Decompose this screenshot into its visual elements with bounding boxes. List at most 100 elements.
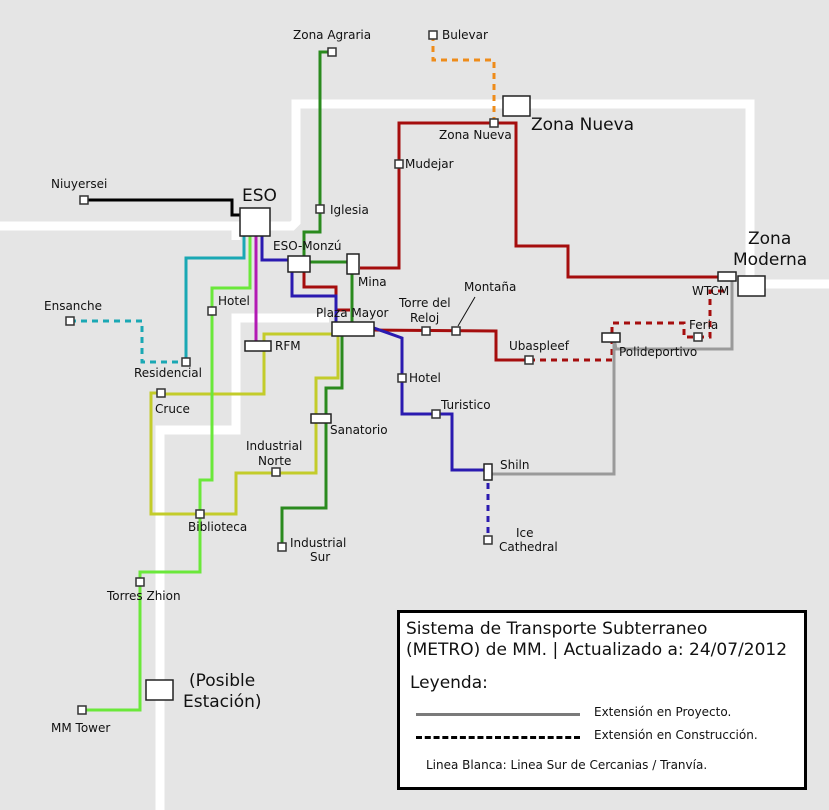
- label-residencial: Residencial: [134, 366, 202, 380]
- station-mudejar: [394, 159, 404, 169]
- legend-title-line2: (METRO) de MM. | Actualizado a: 24/07/20…: [406, 640, 788, 660]
- label-industrial-sur-1: Industrial: [290, 536, 346, 550]
- interchange-wtcm: [717, 271, 737, 282]
- label-torre-reloj-2: Reloj: [410, 311, 439, 325]
- line-yellow: [149, 391, 200, 516]
- station-industrial-sur: [277, 542, 287, 552]
- legend-text-proyecto: Extensión en Proyecto.: [594, 705, 732, 719]
- station-mm-tower: [77, 705, 87, 715]
- label-torres-zhion: Torres Zhion: [106, 589, 181, 603]
- label-hotel-west: Hotel: [218, 294, 250, 308]
- station-bulevar: [428, 30, 438, 40]
- label-torre-reloj-1: Torre del: [398, 296, 451, 310]
- station-torres-zhion: [135, 577, 145, 587]
- label-eso-monzu: ESO-Monzú: [273, 239, 342, 253]
- cyan-extension: [70, 319, 186, 364]
- gray-extension: [488, 280, 734, 476]
- legend-swatch-proyecto: [416, 713, 580, 716]
- label-ice-cathedral-2: Cathedral: [499, 540, 558, 554]
- legend-heading: Leyenda:: [410, 673, 488, 693]
- metro-lines: [82, 50, 728, 712]
- label-ice-cathedral-1: Ice: [516, 526, 534, 540]
- construction-extensions: [70, 35, 724, 540]
- station-industrial-norte: [271, 467, 281, 477]
- station-niuyersei: [79, 195, 89, 205]
- line-red-4: [371, 328, 529, 362]
- label-biblioteca: Biblioteca: [188, 520, 247, 534]
- label-sanatorio: Sanatorio: [330, 423, 388, 437]
- line-yellow-3: [200, 336, 340, 516]
- label-montana: Montaña: [464, 280, 516, 294]
- label-zona-moderna-2: Moderna: [733, 250, 807, 270]
- label-mudejar: Mudejar: [405, 157, 454, 171]
- legend-title-line1: Sistema de Transporte Subterraneo: [406, 619, 708, 639]
- station-iglesia: [315, 204, 325, 214]
- interchange-markers: [145, 95, 766, 701]
- station-markers: [65, 30, 703, 715]
- interchange-eso: [239, 207, 271, 237]
- label-bulevar: Bulevar: [442, 28, 488, 42]
- cercanias-posible-estacion: [145, 679, 174, 701]
- station-hotel-east: [397, 373, 407, 383]
- label-industrial-sur-2: Sur: [310, 550, 330, 564]
- label-wtcm: WTCM: [692, 284, 729, 298]
- label-zona-nueva: Zona Nueva: [439, 128, 512, 142]
- label-ubaspleef: Ubaspleef: [509, 339, 570, 353]
- station-residencial: [181, 357, 191, 367]
- line-red-3: [302, 268, 350, 312]
- station-labels: Zona Agraria Bulevar Zona Nueva Zona Nue…: [44, 28, 807, 735]
- station-biblioteca: [195, 509, 205, 519]
- legend-box: Sistema de Transporte Subterraneo (METRO…: [397, 610, 807, 790]
- label-shiln: Shiln: [500, 458, 530, 472]
- interchange-polideportivo: [601, 332, 621, 343]
- interchange-sanatorio: [310, 413, 332, 424]
- interchange-eso-monzu: [287, 255, 311, 273]
- line-cyan: [184, 236, 246, 362]
- label-eso: ESO: [242, 186, 277, 206]
- line-red-2: [494, 121, 728, 279]
- label-zona-nueva-cercanias: Zona Nueva: [531, 115, 634, 135]
- label-hotel-east: Hotel: [409, 371, 441, 385]
- label-zona-agraria: Zona Agraria: [293, 28, 371, 42]
- line-dark-green: [296, 50, 332, 260]
- station-zona-nueva: [489, 118, 499, 128]
- label-turistico: Turistico: [440, 398, 491, 412]
- line-dark-green-2: [280, 260, 354, 547]
- station-ensanche: [65, 316, 75, 326]
- label-niuyersei: Niuyersei: [51, 177, 107, 191]
- station-turistico: [431, 409, 441, 419]
- station-feria: [693, 332, 703, 342]
- label-rfm: RFM: [275, 339, 301, 353]
- label-industrial-norte-2: Norte: [258, 454, 291, 468]
- label-iglesia: Iglesia: [330, 203, 369, 217]
- legend-text-construccion: Extensión en Construcción.: [594, 728, 758, 742]
- station-cruce: [156, 388, 166, 398]
- label-plaza-mayor: Plaza Mayor: [316, 306, 389, 320]
- legend-swatch-construccion: [416, 736, 580, 739]
- label-posible-2: Estación): [183, 692, 262, 712]
- station-hotel-west: [207, 306, 217, 316]
- legend-title: Sistema de Transporte Subterraneo (METRO…: [406, 619, 806, 661]
- line-blue: [260, 233, 338, 322]
- station-torre-reloj: [421, 326, 431, 336]
- line-blue-2: [373, 326, 488, 472]
- cercanias-zona-moderna: [737, 275, 766, 297]
- legend-note: Linea Blanca: Linea Sur de Cercanias / T…: [426, 758, 708, 772]
- station-ubaspleef: [524, 355, 534, 365]
- label-mina: Mina: [358, 275, 387, 289]
- interchange-plaza-mayor: [331, 321, 375, 337]
- interchange-shiln: [483, 463, 493, 481]
- station-ice-cathedral: [483, 535, 493, 545]
- cercanias-zona-nueva: [502, 95, 531, 117]
- interchange-mina: [346, 253, 360, 275]
- orange-extension: [431, 35, 496, 123]
- interchange-rfm: [244, 340, 272, 352]
- label-feria: Feria: [689, 318, 718, 332]
- label-cruce: Cruce: [155, 402, 190, 416]
- label-mm-tower: MM Tower: [51, 721, 110, 735]
- label-polideportivo: Polideportivo: [619, 345, 697, 359]
- label-posible-1: (Posible: [189, 671, 255, 691]
- label-industrial-norte-1: Industrial: [246, 439, 302, 453]
- line-lime: [82, 236, 252, 712]
